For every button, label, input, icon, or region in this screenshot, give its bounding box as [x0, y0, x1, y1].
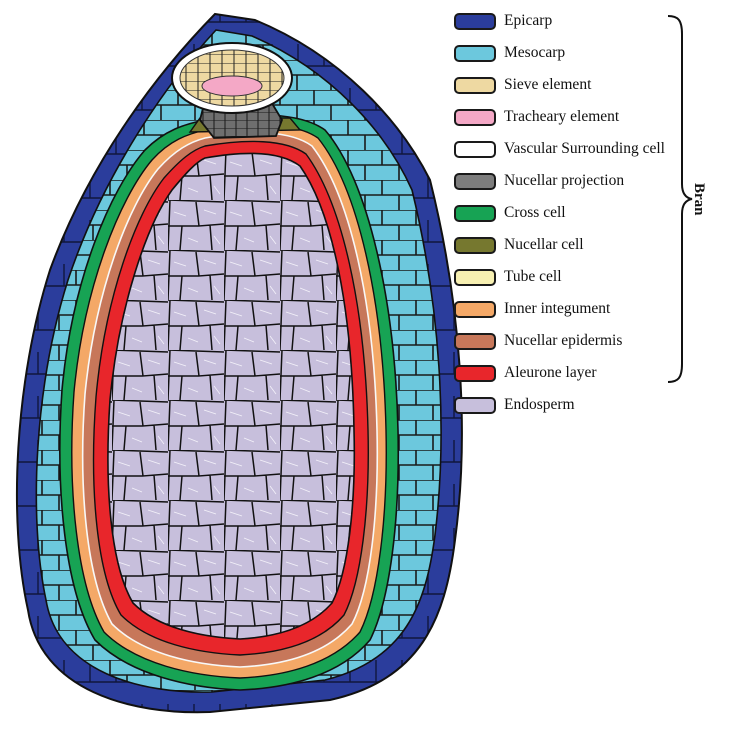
legend-swatch [454, 237, 496, 254]
legend-swatch [454, 301, 496, 318]
legend-swatch [454, 173, 496, 190]
legend-item-nucellar-cell: Nucellar cell [452, 234, 702, 258]
legend-label: Endosperm [504, 396, 575, 414]
legend-swatch [454, 333, 496, 350]
legend-item-vascular-surrounding-cell: Vascular Surrounding cell [452, 138, 702, 162]
legend-label: Nucellar epidermis [504, 332, 622, 350]
legend-item-nucellar-epidermis: Nucellar epidermis [452, 330, 702, 354]
legend-swatch [454, 141, 496, 158]
legend-label: Aleurone layer [504, 364, 597, 382]
legend-label: Nucellar projection [504, 172, 624, 190]
legend-item-inner-integument: Inner integument [452, 298, 702, 322]
legend-swatch [454, 45, 496, 62]
legend-item-nucellar-projection: Nucellar projection [452, 170, 702, 194]
legend-swatch [454, 77, 496, 94]
legend-swatch [454, 205, 496, 222]
legend-label: Sieve element [504, 76, 591, 94]
legend-label: Tube cell [504, 268, 562, 286]
legend-label: Tracheary element [504, 108, 619, 126]
legend-item-sieve-element: Sieve element [452, 74, 702, 98]
legend-swatch [454, 109, 496, 126]
legend-label: Vascular Surrounding cell [504, 140, 665, 158]
bran-label: Bran [690, 183, 707, 216]
legend-item-tube-cell: Tube cell [452, 266, 702, 290]
tracheary-element-cluster [202, 76, 262, 96]
legend-swatch [454, 13, 496, 30]
legend-item-mesocarp: Mesocarp [452, 42, 702, 66]
legend-label: Nucellar cell [504, 236, 584, 254]
legend-label: Inner integument [504, 300, 610, 318]
legend-label: Epicarp [504, 12, 552, 30]
legend-item-endosperm: Endosperm [452, 394, 702, 418]
legend-label: Cross cell [504, 204, 566, 222]
legend-swatch [454, 269, 496, 286]
legend-item-aleurone-layer: Aleurone layer [452, 362, 702, 386]
legend-swatch [454, 365, 496, 382]
legend-item-epicarp: Epicarp [452, 10, 702, 34]
legend-item-tracheary-element: Tracheary element [452, 106, 702, 130]
legend-swatch [454, 397, 496, 414]
legend-label: Mesocarp [504, 44, 565, 62]
legend-item-cross-cell: Cross cell [452, 202, 702, 226]
